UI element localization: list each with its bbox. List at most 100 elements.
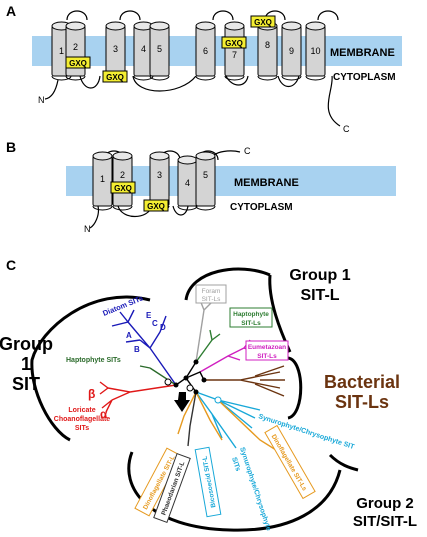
helix-label-a-2: 2 xyxy=(73,42,78,52)
bracket-group2 xyxy=(127,451,342,532)
cytoplasm-label-b: CYTOPLASM xyxy=(230,202,293,213)
helix-label-b-4: 4 xyxy=(185,178,190,188)
group1-sitl-label-line2: SIT-L xyxy=(300,287,339,304)
haptophyte-sitls-line1: Haptophyte xyxy=(233,311,269,318)
node-dot xyxy=(183,375,189,381)
clade-a-label: A xyxy=(126,331,132,340)
helix-label-a-6: 6 xyxy=(203,46,208,56)
eumetazoan-line2: SIT-Ls xyxy=(257,353,277,360)
panel-b-letter: B xyxy=(6,139,16,155)
node-circle xyxy=(164,378,172,386)
motif-a-3: GXQ xyxy=(221,36,247,49)
loricate-label-line2: Choanoflagellate xyxy=(54,416,111,423)
bracket-bacterial xyxy=(287,356,303,420)
motif-b-1: GXQ xyxy=(110,181,136,194)
motif-label-a-3: GXQ xyxy=(225,39,243,48)
synurophyte-sits-line1: Synurophyte/Chrysophyte xyxy=(238,446,272,531)
helix-b-5: 5 xyxy=(195,151,216,211)
dinoflagellate-sitls-label-2: Dinoflagellate SIT-Ls xyxy=(270,433,308,492)
alpha-label: α xyxy=(100,407,108,421)
loricate-label-line1: Loricate xyxy=(68,407,95,414)
n-terminus-b: N xyxy=(84,224,91,234)
helix-a-9: 9 xyxy=(281,21,302,81)
bracket-group1-sitl xyxy=(184,267,271,301)
group1-sit-label-line2: 1 xyxy=(21,354,31,374)
c-terminus-b: C xyxy=(244,146,251,156)
helix-label-a-3: 3 xyxy=(113,44,118,54)
helix-label-a-9: 9 xyxy=(289,46,294,56)
haptophyte-sitls-box: Haptophyte SIT-Ls xyxy=(229,307,273,328)
n-terminus-a: N xyxy=(38,95,45,105)
motif-label-a-2: GXQ xyxy=(106,73,124,82)
group2-label-line1: Group 2 xyxy=(356,495,414,512)
bacterial-label-line1: Bacterial xyxy=(324,372,400,392)
helix-label-b-3: 3 xyxy=(157,170,162,180)
helix-b-1: 1 xyxy=(92,151,113,211)
helix-label-b-1: 1 xyxy=(100,174,105,184)
c-terminus-a: C xyxy=(343,124,350,134)
helix-label-b-2: 2 xyxy=(120,170,125,180)
motif-label-b-2: GXQ xyxy=(147,202,165,211)
eumetazoan-box: Eumetazoan SIT-Ls xyxy=(245,340,289,361)
panel-b: B MEMBRANE CYTOPLASM 1 2 3 4 xyxy=(6,139,396,234)
panel-c: C xyxy=(0,257,417,532)
helix-label-a-10: 10 xyxy=(310,46,320,56)
motif-a-4: GXQ xyxy=(250,15,276,28)
helix-b-4: 4 xyxy=(177,155,198,211)
motif-a-2: GXQ xyxy=(102,70,128,83)
bacterial-label-line2: SIT-Ls xyxy=(335,392,389,412)
clade-d-label: D xyxy=(160,323,166,332)
helix-label-a-7: 7 xyxy=(232,50,237,60)
foram-label-line1: Foram xyxy=(202,288,221,295)
helix-label-a-4: 4 xyxy=(141,44,146,54)
group1-sitl-label-line1: Group 1 xyxy=(289,267,350,284)
helix-label-a-8: 8 xyxy=(265,40,270,50)
motif-b-2: GXQ xyxy=(143,199,169,212)
loop-path-b xyxy=(89,150,241,229)
node-dot xyxy=(173,382,179,388)
tree-branches xyxy=(99,299,285,451)
bracket-group1-sitl-right xyxy=(268,274,292,353)
helix-a-10: 10 xyxy=(305,21,326,81)
haptophyte-sits-label: Haptophyte SITs xyxy=(66,357,121,364)
helix-a-6: 6 xyxy=(195,21,216,81)
loop-path-a xyxy=(44,10,341,127)
cytoplasm-label-a: CYTOPLASM xyxy=(333,72,396,83)
panel-a-letter: A xyxy=(6,3,16,19)
node-dot xyxy=(193,359,199,365)
helix-label-a-1: 1 xyxy=(59,46,64,56)
helix-b-2: 2 xyxy=(112,151,133,211)
group2-label-line2: SIT/SIT-L xyxy=(353,513,417,530)
group1-sit-label-line3: SIT xyxy=(12,374,40,394)
foram-box: Foram SIT-Ls xyxy=(195,284,227,304)
synurophyte-sits-line2: SITs xyxy=(230,456,241,472)
node-circle xyxy=(214,396,222,404)
node-dot xyxy=(193,389,199,395)
motif-label-b-1: GXQ xyxy=(114,184,132,193)
loricate-label-line3: SITs xyxy=(75,425,89,432)
haptophyte-sitls-line2: SIT-Ls xyxy=(241,320,261,327)
bicosoecid-box: Bicosoecid SIT-L xyxy=(194,446,222,518)
helix-a-2: 2 xyxy=(65,21,86,81)
motif-a-1: GXQ xyxy=(65,56,91,69)
motif-label-a-4: GXQ xyxy=(254,18,272,27)
dinoflagellate-sitls-box-2: Dinoflagellate SIT-Ls xyxy=(264,424,316,500)
membrane-label-a: MEMBRANE xyxy=(330,47,395,59)
foram-label-line2: SIT-Ls xyxy=(202,296,222,303)
bracket-group1-sit xyxy=(30,295,151,442)
membrane-label-b: MEMBRANE xyxy=(234,177,299,189)
clade-e-label: E xyxy=(146,311,152,320)
panel-c-letter: C xyxy=(6,257,16,273)
motif-label-a-1: GXQ xyxy=(69,59,87,68)
clade-b-label: B xyxy=(134,345,140,354)
bracket-group2-tail xyxy=(328,453,359,472)
arrow-icon xyxy=(174,392,190,412)
clade-c-label: C xyxy=(152,319,158,328)
eumetazoan-line1: Eumetazoan xyxy=(248,344,286,351)
node-dot xyxy=(201,377,207,383)
helix-a-5: 5 xyxy=(149,21,170,81)
helix-a-8: 8 xyxy=(257,21,278,81)
helix-a-7: 7 xyxy=(224,21,245,81)
panel-a: A MEMBRANE CYTOPLASM 1 2 3 4 xyxy=(6,3,402,134)
